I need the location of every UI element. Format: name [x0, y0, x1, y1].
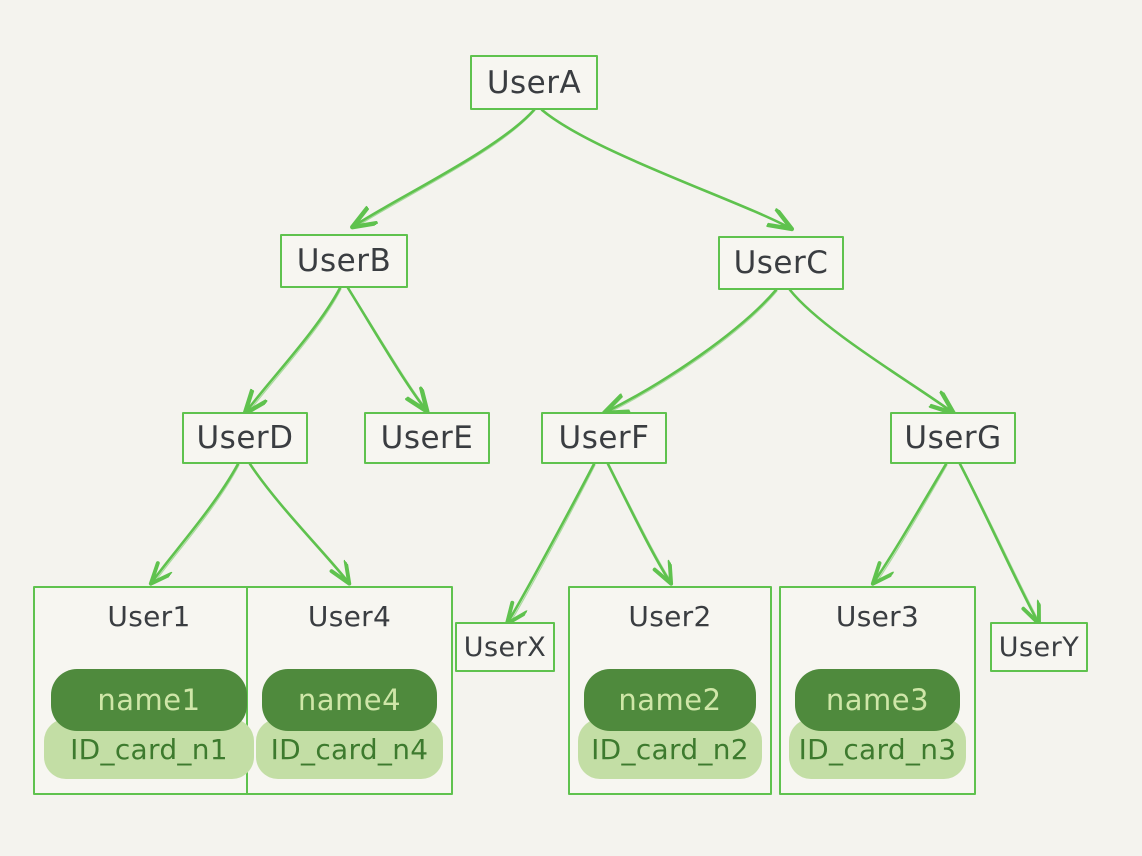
card-user4[interactable]: User4 name4 ID_card_n4	[246, 586, 453, 795]
card-user2-body: name2 ID_card_n2	[570, 633, 770, 793]
node-userE-label: UserE	[380, 420, 474, 456]
edge-userG-user3	[874, 462, 948, 582]
node-userD-label: UserD	[196, 420, 294, 456]
card-user3-name-pill: name3	[794, 669, 961, 731]
edge-userC-userF	[606, 288, 778, 412]
edge-userF-user2	[606, 462, 670, 582]
edge-userD-user4	[248, 462, 348, 582]
card-user3-title: User3	[835, 600, 920, 633]
card-user2[interactable]: User2 name2 ID_card_n2	[568, 586, 772, 795]
card-user2-title: User2	[628, 600, 712, 633]
edge-userA-userB	[354, 108, 536, 226]
edge-userD-user1	[152, 462, 240, 582]
node-userY-label: UserY	[998, 631, 1080, 663]
node-userC-label: UserC	[733, 245, 829, 281]
card-user2-name-pill: name2	[584, 669, 756, 731]
card-user1-name-pill: name1	[50, 669, 248, 731]
node-userB[interactable]: UserB	[280, 234, 408, 288]
node-userD[interactable]: UserD	[182, 412, 308, 464]
node-userF[interactable]: UserF	[541, 412, 667, 464]
node-userX[interactable]: UserX	[455, 622, 555, 672]
edge-userC-userF-2	[607, 290, 778, 414]
edge-userA-userC-2	[542, 110, 793, 230]
card-user3-body: name3 ID_card_n3	[781, 633, 974, 793]
card-user3[interactable]: User3 name3 ID_card_n3	[779, 586, 976, 795]
node-userC[interactable]: UserC	[718, 236, 844, 290]
node-userB-label: UserB	[296, 243, 392, 279]
edge-userB-userD	[246, 286, 342, 412]
node-userG[interactable]: UserG	[890, 412, 1016, 464]
edge-userC-userG	[788, 288, 952, 412]
node-userY[interactable]: UserY	[990, 622, 1088, 672]
edge-userD-user4-2	[250, 464, 351, 584]
edge-userB-userE-2	[348, 288, 429, 412]
card-user4-title: User4	[307, 600, 392, 633]
card-user1-title: User1	[107, 600, 191, 633]
node-userF-label: UserF	[558, 420, 650, 456]
edge-userG-user3-2	[875, 464, 948, 584]
node-userA-label: UserA	[486, 64, 582, 101]
card-user1[interactable]: User1 name1 ID_card_n1	[33, 586, 265, 795]
card-user4-body: name4 ID_card_n4	[248, 633, 451, 793]
node-userE[interactable]: UserE	[364, 412, 490, 464]
card-user1-body: name1 ID_card_n1	[35, 633, 263, 793]
edge-userA-userB-2	[355, 109, 536, 228]
edge-userA-userC	[540, 108, 790, 228]
card-user4-name-pill: name4	[262, 669, 437, 731]
node-userA[interactable]: UserA	[470, 55, 598, 110]
edge-userB-userE	[346, 286, 426, 410]
edge-userB-userD-2	[247, 288, 342, 414]
edge-userC-userG-2	[790, 290, 955, 414]
edge-userF-user2-2	[608, 464, 673, 584]
node-userX-label: UserX	[463, 631, 547, 663]
edge-userD-user1-2	[153, 464, 240, 584]
node-userG-label: UserG	[904, 420, 1002, 456]
